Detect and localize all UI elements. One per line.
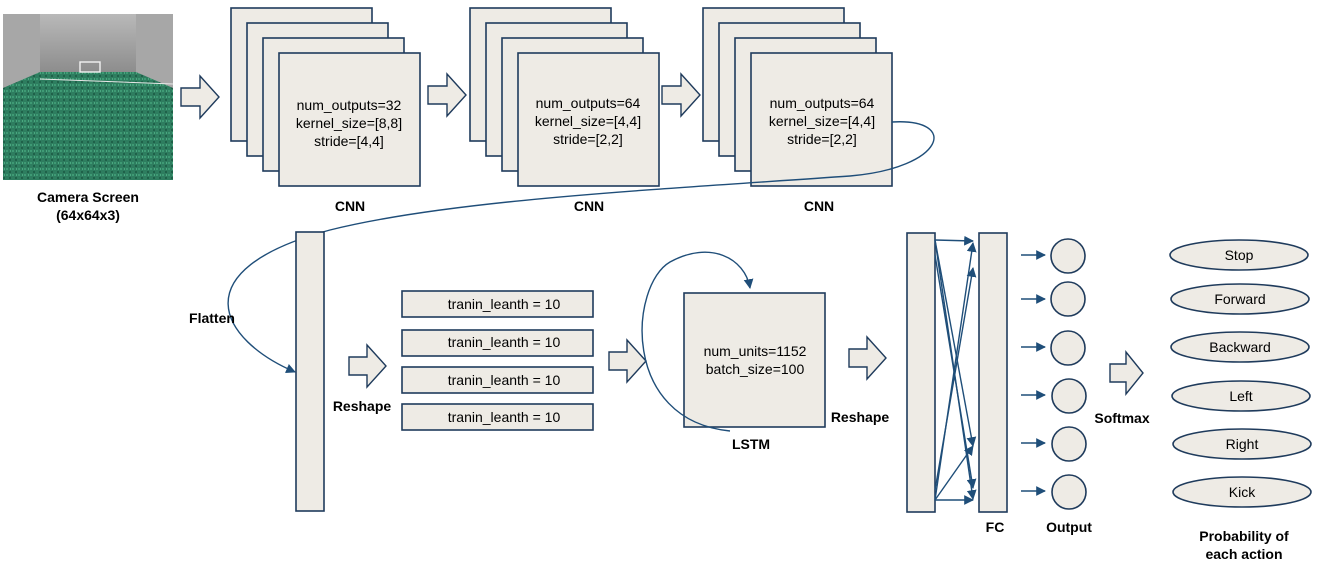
camera-screen-size-label: (64x64x3): [56, 207, 120, 223]
cnn1-kernel-size: kernel_size=[8,8]: [296, 115, 402, 131]
action-left: [1171, 380, 1311, 412]
cnn-stack-1: [230, 7, 421, 187]
fc-connections: [934, 235, 977, 505]
fc-layer: [978, 232, 1008, 513]
cnn3-num-outputs: num_outputs=64: [770, 95, 875, 111]
action-label: Backward: [1209, 339, 1270, 355]
forward-arrow-1: [180, 74, 220, 120]
output-node: [1050, 281, 1086, 317]
camera-screen-label: Camera Screen: [37, 189, 139, 205]
cnn3-kernel-size: kernel_size=[4,4]: [769, 113, 875, 129]
softmax-label: Softmax: [1094, 410, 1149, 426]
cnn3-stride: stride=[2,2]: [787, 131, 857, 147]
reshape-label-2: Reshape: [831, 409, 890, 425]
cnn2-num-outputs: num_outputs=64: [536, 95, 641, 111]
sequence-row: [401, 366, 594, 394]
output-node: [1051, 474, 1087, 510]
cnn2-kernel-size: kernel_size=[4,4]: [535, 113, 641, 129]
action-forward: [1170, 283, 1310, 315]
output-label: Output: [1046, 519, 1092, 535]
action-stop: [1169, 239, 1309, 271]
sequence-row: [401, 403, 594, 431]
lstm-label: LSTM: [732, 436, 770, 452]
cnn1-num-outputs: num_outputs=32: [297, 97, 402, 113]
flatten-connector: [227, 121, 935, 374]
output-node: [1051, 426, 1087, 462]
camera-screen-image: [3, 14, 174, 180]
forward-arrow-4: [348, 343, 387, 389]
output-node: [1050, 238, 1086, 274]
action-label: Stop: [1225, 247, 1254, 263]
forward-arrow-2: [427, 72, 467, 118]
cnn1-stride: stride=[4,4]: [314, 133, 384, 149]
action-kick: [1172, 476, 1312, 508]
cnn-stack-3: [702, 7, 893, 187]
action-label: Kick: [1229, 484, 1256, 500]
action-label: Right: [1226, 436, 1259, 452]
sequence-row: [401, 290, 594, 318]
forward-arrow-5: [608, 338, 647, 384]
output-arrows: [1021, 250, 1046, 496]
cnn2-stride: stride=[2,2]: [553, 131, 623, 147]
probability-label: Probability of: [1199, 528, 1289, 544]
lstm-recurrent-loop: [641, 251, 754, 432]
lstm-cell: [683, 292, 826, 428]
fc-input-layer: [906, 232, 936, 513]
softmax-arrow: [1109, 350, 1144, 396]
sequence-row-label: tranin_leanth = 10: [448, 334, 561, 350]
output-node: [1050, 330, 1086, 366]
flatten-layer: [295, 231, 325, 512]
probability-label-line2: each action: [1205, 546, 1282, 562]
output-node: [1051, 378, 1087, 414]
sequence-row-label: tranin_leanth = 10: [448, 409, 561, 425]
reshape-label-1: Reshape: [333, 398, 392, 414]
action-label: Forward: [1214, 291, 1265, 307]
flatten-label: Flatten: [189, 310, 235, 326]
cnn3-label: CNN: [804, 198, 834, 214]
cnn1-label: CNN: [335, 198, 365, 214]
sequence-row-label: tranin_leanth = 10: [448, 296, 561, 312]
cnn2-label: CNN: [574, 198, 604, 214]
lstm-batch-size: batch_size=100: [706, 361, 805, 377]
action-label: Left: [1229, 388, 1252, 404]
forward-arrow-3: [661, 72, 701, 118]
fc-label: FC: [986, 519, 1005, 535]
action-backward: [1170, 331, 1310, 363]
sequence-row: [401, 329, 594, 357]
action-right: [1172, 428, 1312, 460]
lstm-num-units: num_units=1152: [704, 343, 807, 359]
cnn-stack-2: [469, 7, 660, 187]
forward-arrow-6: [848, 335, 887, 381]
sequence-row-label: tranin_leanth = 10: [448, 372, 561, 388]
